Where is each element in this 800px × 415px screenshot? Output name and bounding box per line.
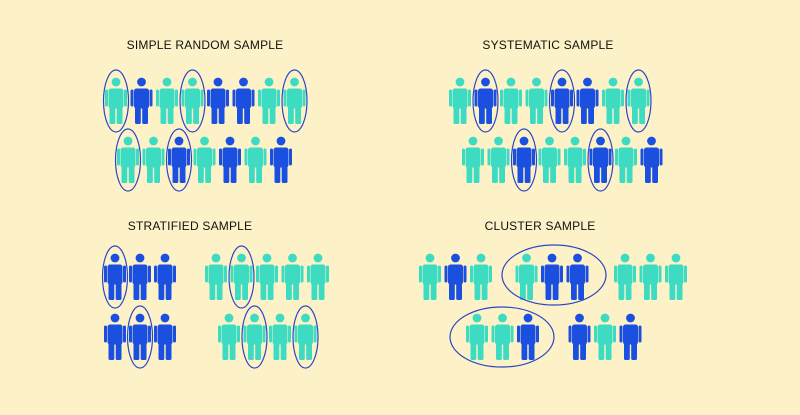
stratified-blue-selection-ring [126, 305, 154, 369]
stratified-teal-person-icon [243, 313, 266, 360]
stratified-teal-person-icon [294, 313, 317, 360]
cluster-person-icon [419, 253, 441, 300]
stratified-sample-title: STRATIFIED SAMPLE [127, 219, 253, 233]
systematic-person-icon [589, 136, 612, 183]
simple-random-person-icon [105, 77, 127, 124]
systematic-selection-ring [472, 69, 499, 133]
selected-cluster-ring [501, 244, 607, 306]
cluster-person-icon [568, 313, 591, 360]
systematic-sample-title: SYSTEMATIC SAMPLE [482, 38, 614, 52]
stratified-teal-selection-ring [241, 305, 268, 369]
systematic-person-icon [462, 136, 484, 183]
cluster-person-icon [594, 313, 616, 360]
cluster-person-icon [541, 253, 563, 300]
systematic-selection-ring [587, 128, 614, 192]
stratified-teal-person-icon [307, 253, 329, 300]
simple-random-person-icon [117, 136, 139, 183]
systematic-person-icon [538, 136, 561, 183]
simple-random-person-icon [232, 77, 255, 124]
selected-cluster-ring [449, 306, 555, 368]
cluster-sample-title: CLUSTER SAMPLE [484, 219, 596, 233]
stratified-blue-selection-ring [101, 245, 129, 309]
systematic-person-icon [627, 77, 650, 124]
simple-random-person-icon [156, 77, 178, 124]
systematic-selection-ring [510, 128, 538, 192]
stratified-blue-person-icon [129, 313, 151, 360]
cluster-person-icon [466, 313, 488, 360]
cluster-person-icon [619, 313, 642, 360]
stratified-blue-person-icon [129, 253, 151, 300]
stratified-blue-person-icon [154, 253, 176, 300]
cluster-person-icon [566, 253, 589, 300]
systematic-person-icon [551, 77, 573, 124]
simple-random-person-icon [193, 136, 216, 183]
cluster-person-icon [470, 253, 492, 300]
simple-random-person-icon [283, 77, 306, 124]
cluster-person-icon [444, 253, 467, 300]
cluster-person-icon [517, 313, 539, 360]
stratified-blue-person-icon [104, 253, 126, 300]
simple-random-person-icon [130, 77, 153, 124]
simple-random-person-icon [219, 136, 241, 183]
simple-random-sample-title: SIMPLE RANDOM SAMPLE [126, 38, 284, 52]
stratified-blue-person-icon [154, 313, 176, 360]
cluster-person-icon [491, 313, 514, 360]
simple-random-person-icon [207, 77, 229, 124]
simple-random-selection-ring [281, 69, 308, 133]
systematic-person-icon [602, 77, 624, 124]
systematic-selection-ring [548, 69, 576, 133]
stratified-teal-person-icon [269, 313, 291, 360]
systematic-person-icon [615, 136, 637, 183]
cluster-person-icon [665, 253, 687, 300]
cluster-person-icon [515, 253, 538, 300]
simple-random-person-icon [244, 136, 267, 183]
simple-random-selection-ring [102, 69, 130, 133]
stratified-teal-selection-ring [228, 245, 255, 309]
systematic-person-icon [487, 136, 510, 183]
simple-random-person-icon [142, 136, 165, 183]
stratified-teal-person-icon [205, 253, 227, 300]
simple-random-person-icon [270, 136, 292, 183]
systematic-person-icon [449, 77, 471, 124]
systematic-person-icon [525, 77, 548, 124]
stratified-teal-person-icon [218, 313, 240, 360]
systematic-person-icon [564, 136, 586, 183]
cluster-person-icon [614, 253, 636, 300]
stratified-teal-selection-ring [292, 305, 319, 369]
systematic-person-icon [576, 77, 599, 124]
simple-random-person-icon [181, 77, 204, 124]
systematic-person-icon [500, 77, 522, 124]
systematic-person-icon [640, 136, 663, 183]
cluster-person-icon [639, 253, 662, 300]
systematic-person-icon [513, 136, 535, 183]
simple-random-person-icon [258, 77, 280, 124]
stratified-teal-person-icon [281, 253, 304, 300]
systematic-person-icon [474, 77, 497, 124]
stratified-teal-person-icon [256, 253, 278, 300]
simple-random-person-icon [168, 136, 190, 183]
simple-random-selection-ring [165, 128, 193, 192]
simple-random-selection-ring [179, 69, 206, 133]
systematic-selection-ring [625, 69, 652, 133]
stratified-blue-person-icon [104, 313, 126, 360]
stratified-teal-person-icon [230, 253, 253, 300]
simple-random-selection-ring [114, 128, 142, 192]
